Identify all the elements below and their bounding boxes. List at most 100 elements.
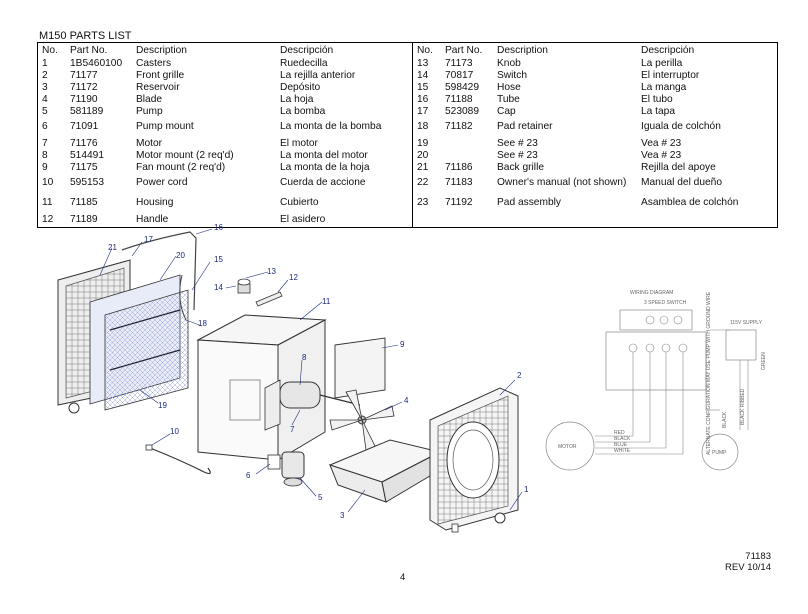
cell-part: 71172 <box>70 81 98 93</box>
cell-desc: Back grille <box>497 161 544 173</box>
cell-no: 16 <box>417 93 429 105</box>
cell-no: 2 <box>42 69 48 81</box>
cell-no: 12 <box>42 213 54 225</box>
callout-18: 18 <box>198 319 207 328</box>
leader-lines <box>99 228 523 513</box>
callout-labels: 1 2 3 4 5 6 7 8 9 10 11 12 13 14 15 16 1… <box>108 223 529 520</box>
page-number: 4 <box>400 572 406 583</box>
cell-no: 1 <box>42 57 48 69</box>
cell-part: 71177 <box>70 69 98 81</box>
cell-desc-es: Cubierto <box>280 196 319 208</box>
cell-no: 3 <box>42 81 48 93</box>
cell-no: 11 <box>42 196 53 208</box>
cell-part: 523089 <box>445 105 479 117</box>
cell-no: 7 <box>42 137 48 149</box>
wire-white: WHITE <box>614 448 631 454</box>
cell-desc-es: La monta de la hoja <box>280 161 370 173</box>
cell-desc-es: Cuerda de accione <box>280 176 366 188</box>
callout-15: 15 <box>214 255 223 264</box>
cell-no: 18 <box>417 120 429 132</box>
callout-2: 2 <box>517 371 522 380</box>
cell-desc: Power cord <box>136 176 188 188</box>
cell-desc-es: Rejilla del apoye <box>641 161 716 173</box>
cell-desc-es: Vea # 23 <box>641 149 682 161</box>
cell-no: 22 <box>417 176 429 188</box>
reservoir-drawing <box>328 439 442 503</box>
header-description: Description <box>136 45 187 56</box>
switch-knob-handle-drawing <box>237 278 283 307</box>
header-part-no: Part No. <box>445 45 483 56</box>
header-descripcion: Descripción <box>641 45 695 56</box>
cell-desc: Owner's manual (not shown) <box>497 176 627 188</box>
power-cord-drawing <box>145 444 211 475</box>
cell-desc: Pump mount <box>136 120 194 132</box>
cell-desc: Reservoir <box>136 81 180 93</box>
cell-part: 71192 <box>445 196 473 208</box>
cell-desc-es: La hoja <box>280 93 314 105</box>
pump-drawing <box>267 451 305 487</box>
cell-no: 15 <box>417 81 429 93</box>
cell-desc-es: Depósito <box>280 81 321 93</box>
cell-desc-es: Asamblea de colchón <box>641 196 739 208</box>
cell-desc: Front grille <box>136 69 185 81</box>
cell-desc: See # 23 <box>497 149 538 161</box>
cell-part: 581189 <box>70 105 104 117</box>
cell-no: 13 <box>417 57 429 69</box>
table-header-row: No. Part No. Description Descripción <box>38 43 413 59</box>
cell-no: 9 <box>42 161 48 173</box>
cell-desc: Cap <box>497 105 516 117</box>
callout-1: 1 <box>524 485 529 494</box>
cell-desc-es: La tapa <box>641 105 675 117</box>
front-grille-drawing <box>429 387 519 533</box>
cell-part: 71185 <box>70 196 98 208</box>
table-row: 11 71185 Housing Cubierto <box>38 195 413 215</box>
switch-label: 3 SPEED SWITCH <box>644 300 687 306</box>
callout-20: 20 <box>176 251 185 260</box>
callout-6: 6 <box>246 471 251 480</box>
fan-blade-drawing <box>329 389 395 451</box>
cell-desc: Housing <box>136 196 174 208</box>
cell-desc: Knob <box>497 57 521 69</box>
cell-desc-es: El interruptor <box>641 69 700 81</box>
cell-desc-es: El asidero <box>280 213 326 225</box>
cell-no: 14 <box>417 69 429 81</box>
cell-desc: Blade <box>136 93 163 105</box>
cell-desc-es: La monta de la bomba <box>280 120 382 132</box>
cell-desc-es: La monta del motor <box>280 149 368 161</box>
motor-label: MOTOR <box>558 444 577 450</box>
cell-desc: See # 23 <box>497 137 538 149</box>
supply-label: 115V SUPPLY <box>730 320 763 326</box>
cell-no: 20 <box>417 149 429 161</box>
cell-desc: Pump <box>136 105 163 117</box>
wiring-title: WIRING DIAGRAM <box>630 290 673 296</box>
header-description: Description <box>497 45 548 56</box>
cell-part: 71176 <box>70 137 98 149</box>
wire-black-ribbed: BLACK RIBBED <box>740 388 746 425</box>
callout-16: 16 <box>214 223 223 232</box>
callout-21: 21 <box>108 243 117 252</box>
tube-hose-drawing <box>121 231 197 321</box>
cell-no: 19 <box>417 137 429 149</box>
wiring-note: ALTERNATE CONFIGURATION MAY USE PUMP WIT… <box>706 291 712 455</box>
callout-11: 11 <box>322 297 331 306</box>
pump-label: PUMP <box>712 450 727 456</box>
callout-8: 8 <box>302 353 307 362</box>
cell-part: 71175 <box>70 161 98 173</box>
cell-desc: Motor mount (2 req'd) <box>136 149 234 161</box>
callout-3: 3 <box>340 511 345 520</box>
callout-9: 9 <box>400 340 405 349</box>
callout-4: 4 <box>404 396 409 405</box>
cell-desc: Fan mount (2 req'd) <box>136 161 226 173</box>
callout-14: 14 <box>214 283 223 292</box>
cell-desc: Pad assembly <box>497 196 561 208</box>
header-part-no: Part No. <box>70 45 108 56</box>
